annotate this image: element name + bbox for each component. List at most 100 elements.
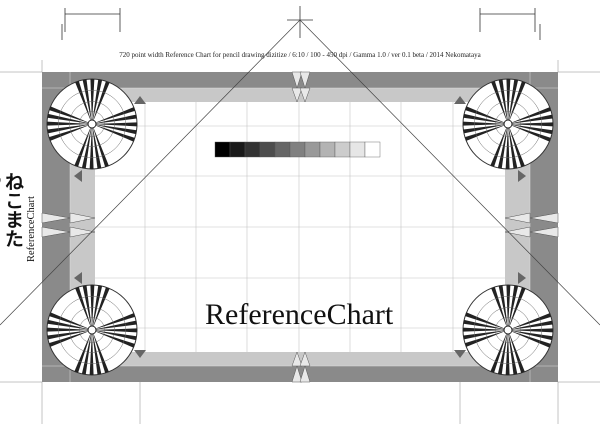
star-spoke xyxy=(75,80,92,124)
logo-subtitle: ReferenceChart xyxy=(26,196,37,262)
star-spoke xyxy=(508,320,553,330)
star-spoke xyxy=(92,124,135,142)
marker-right-bottom xyxy=(518,272,526,284)
gray-step xyxy=(259,141,276,158)
star-spoke xyxy=(465,106,508,124)
marker-bottom-left xyxy=(134,350,146,358)
star-spoke xyxy=(92,124,109,168)
star-spoke xyxy=(491,80,508,124)
gray-step xyxy=(334,141,351,158)
star-ring xyxy=(485,307,531,353)
star-spoke xyxy=(92,81,110,124)
star-spoke xyxy=(508,107,552,124)
gray-step xyxy=(274,141,291,158)
marker-top-right xyxy=(454,96,466,104)
star-spoke xyxy=(463,319,508,330)
left-hatch xyxy=(41,212,96,238)
marker-bottom-right xyxy=(454,350,466,358)
marker-right-top xyxy=(518,170,526,182)
registration-marks xyxy=(61,6,541,40)
star-spoke xyxy=(508,124,525,168)
star-spoke xyxy=(74,330,92,373)
logo-kana: ねこまたや xyxy=(0,172,24,248)
marker-left-bottom xyxy=(74,272,82,284)
star-spoke xyxy=(92,114,137,124)
star-spoke xyxy=(508,79,519,124)
star-ring xyxy=(495,111,521,137)
star-spoke xyxy=(92,124,102,169)
star-spoke xyxy=(92,124,137,135)
star-ring xyxy=(79,317,105,343)
star-spoke xyxy=(92,330,135,348)
siemens-star xyxy=(46,284,138,376)
siemens-star xyxy=(462,284,554,376)
star-spoke xyxy=(464,124,508,141)
star-spoke xyxy=(82,285,92,330)
siemens-star xyxy=(462,78,554,170)
diagonal-lines xyxy=(0,19,600,326)
triangle-markers xyxy=(74,96,526,358)
star-spoke xyxy=(508,313,552,330)
star-spoke xyxy=(464,330,508,347)
star-spoke xyxy=(81,124,92,169)
star-spoke xyxy=(92,313,136,330)
star-ring xyxy=(79,111,105,137)
star-spoke xyxy=(508,124,518,169)
star-spoke xyxy=(74,124,92,167)
star-ring xyxy=(58,90,126,158)
star-spoke xyxy=(508,330,553,341)
star-spoke xyxy=(463,330,508,340)
star-spoke xyxy=(49,312,92,330)
star-spoke xyxy=(47,113,92,124)
star-spoke xyxy=(47,319,92,330)
star-spoke xyxy=(92,320,137,330)
star-spoke xyxy=(75,286,92,330)
gray-step xyxy=(349,141,366,158)
star-hub xyxy=(87,119,97,129)
star-spoke xyxy=(47,124,92,134)
star-spoke xyxy=(508,81,526,124)
star-ring xyxy=(58,296,126,364)
star-spoke xyxy=(92,287,110,330)
star-spoke xyxy=(92,285,103,330)
gray-step xyxy=(244,141,261,158)
bottom-hatch xyxy=(291,351,311,383)
star-spoke xyxy=(92,107,136,124)
star-spoke xyxy=(508,124,553,135)
star-spoke xyxy=(92,330,102,375)
star-spoke xyxy=(497,330,508,375)
gray-step xyxy=(229,141,246,158)
star-spoke xyxy=(508,330,551,348)
star-spoke xyxy=(508,330,518,375)
star-spoke xyxy=(49,106,92,124)
gray-step xyxy=(289,141,306,158)
star-spoke xyxy=(81,330,92,375)
star-spoke xyxy=(498,79,508,124)
star-spoke xyxy=(498,285,508,330)
star-spoke xyxy=(92,330,137,341)
star-spoke xyxy=(491,286,508,330)
star-spoke xyxy=(92,330,109,374)
star-ring xyxy=(485,101,531,147)
gray-step xyxy=(364,141,381,158)
marker-top-left xyxy=(134,96,146,104)
star-ring xyxy=(474,296,542,364)
siemens-stars xyxy=(46,78,554,376)
star-ring xyxy=(69,307,115,353)
star-spoke xyxy=(508,124,551,142)
star-spoke xyxy=(508,287,526,330)
star-ring xyxy=(474,90,542,158)
star-ring xyxy=(69,101,115,147)
logo: ねこまたや ReferenceChart xyxy=(0,172,46,264)
star-spoke xyxy=(48,330,92,347)
marker-left-top xyxy=(74,170,82,182)
star-spoke xyxy=(490,330,508,373)
star-spoke xyxy=(82,79,92,124)
star-spoke xyxy=(490,124,508,167)
right-hatch xyxy=(504,212,559,238)
star-hub xyxy=(87,325,97,335)
star-spoke xyxy=(508,114,553,124)
gray-step xyxy=(214,141,231,158)
